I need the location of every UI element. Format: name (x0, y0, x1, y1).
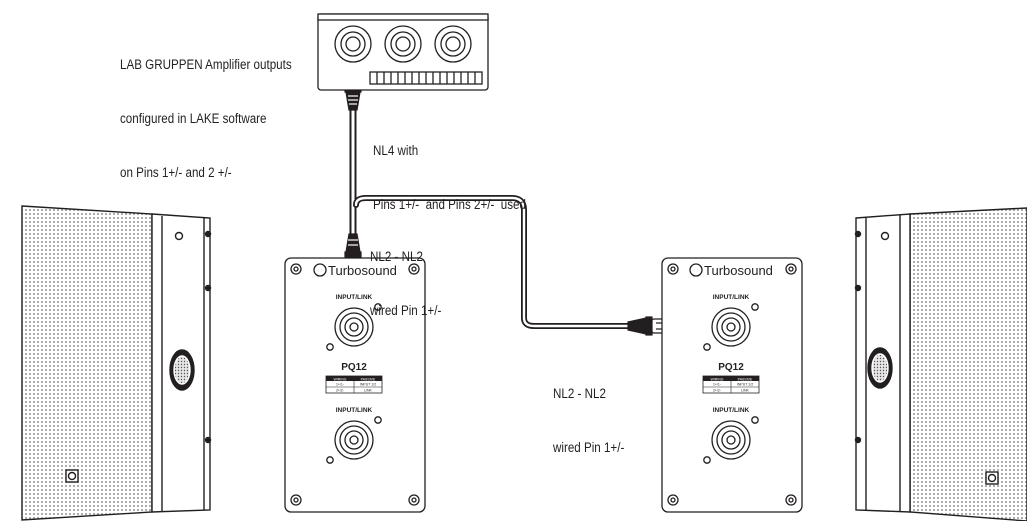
cables (349, 104, 637, 329)
speakon-connector-icon (703, 303, 759, 351)
nl2-link-note-right: NL2 - NL2 wired Pin 1+/- (553, 349, 624, 475)
nl2-link-note-left: NL2 - NL2 wired Pin 1+/- (370, 212, 441, 338)
table-cell: INPUT 1/2 (360, 383, 376, 387)
table-cell: 2+/2- (336, 389, 345, 393)
panel-left-input-top: INPUT/LINK (336, 294, 373, 301)
table-cell: 1+/1- (713, 383, 722, 387)
table-header-passive: PASSIVE (361, 378, 376, 382)
nl4-note: NL4 with Pins 1+/- and Pins 2+/- used (373, 106, 526, 232)
panel-right-model: PQ12 (718, 362, 744, 373)
amp-output-note: LAB GRUPPEN Amplifier outputs configured… (120, 20, 292, 200)
amp-speakon-3 (434, 25, 472, 63)
speakon-connector-icon (703, 416, 759, 464)
nl4-note-line-1: NL4 with (373, 143, 419, 158)
amp-note-line-1: LAB GRUPPEN Amplifier outputs (120, 57, 292, 72)
table-header-passive: PASSIVE (738, 378, 753, 382)
amplifier-icon (317, 13, 489, 91)
panel-left-input-bottom: INPUT/LINK (336, 407, 373, 414)
right-panel-screws (667, 263, 797, 506)
panel-right-wiring-table: WIRING PASSIVE 1+/1- INPUT 1/2 2+/2- LIN… (702, 375, 760, 394)
panel-left-model: PQ12 (341, 362, 367, 373)
right-speaker-logo-badge (985, 471, 999, 485)
table-header-wiring: WIRING (710, 378, 723, 382)
table-cell: 2+/2- (713, 389, 722, 393)
nl2-note-left-line-2: wired Pin 1+/- (370, 303, 442, 318)
left-speaker-logo-badge (65, 469, 79, 483)
connector-panel-right: Turbosound INPUT/LINK PQ12 WIRING PASSIV… (661, 257, 803, 513)
speaker-cabinet-right (854, 207, 1027, 521)
table-cell: INPUT 1/2 (737, 383, 753, 387)
amp-note-line-2: configured in LAKE software (120, 111, 267, 126)
nl4-note-line-2: Pins 1+/- and Pins 2+/- used (373, 197, 526, 212)
amp-speakon-2 (384, 25, 422, 63)
panel-right-brand: Turbosound (704, 263, 773, 278)
panel-left-wiring-table: WIRING PASSIVE 1+/1- INPUT 1/2 2+/2- LIN… (325, 375, 383, 394)
left-speaker-pole-mount (169, 349, 195, 391)
connector-panel-left: Turbosound INPUT/LINK PQ12 WIRING PASSIV… (284, 257, 426, 513)
nl2-note-left-line-1: NL2 - NL2 (370, 249, 423, 264)
panel-right-input-bottom: INPUT/LINK (713, 407, 750, 414)
speaker-cabinet-left (21, 205, 212, 521)
right-speaker-pole-mount (867, 347, 893, 389)
table-header-wiring: WIRING (333, 378, 346, 382)
table-cell: 1+/1- (336, 383, 345, 387)
speakon-connector-icon (326, 303, 382, 351)
table-cell: LINK (741, 389, 749, 393)
amp-note-line-3: on Pins 1+/- and 2 +/- (120, 165, 232, 180)
amp-terminal-strip (369, 71, 483, 85)
left-panel-screws (290, 263, 420, 506)
nl2-note-right-line-1: NL2 - NL2 (553, 386, 606, 401)
turbosound-logo-icon (689, 263, 703, 277)
turbosound-logo-icon (313, 263, 327, 277)
panel-left-brand: Turbosound (328, 263, 397, 278)
amp-speakon-1 (334, 25, 372, 63)
panel-right-input-top: INPUT/LINK (713, 294, 750, 301)
nl2-link-cable (353, 195, 637, 329)
speakon-connector-icon (326, 416, 382, 464)
table-cell: LINK (364, 389, 372, 393)
nl2-note-right-line-2: wired Pin 1+/- (553, 440, 625, 455)
